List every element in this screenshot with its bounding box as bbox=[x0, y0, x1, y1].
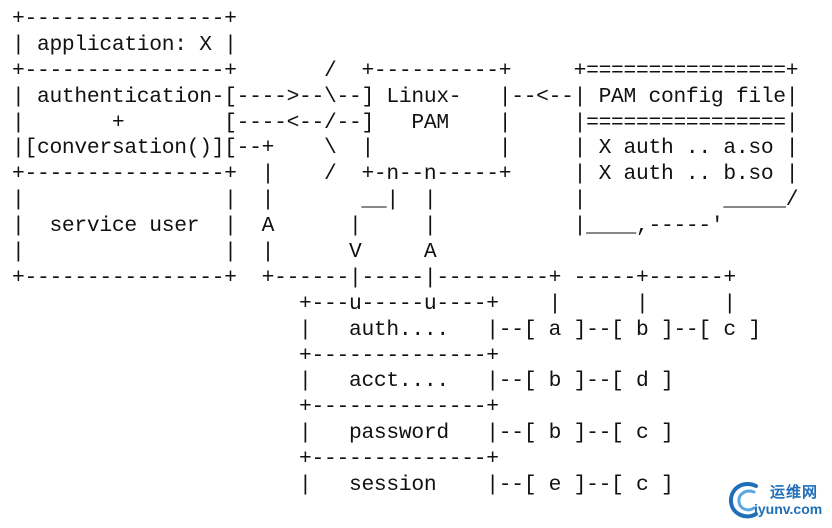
diagram-line: +--------------+ bbox=[12, 395, 499, 420]
diagram-line: | | | V A bbox=[12, 240, 437, 265]
diagram-line: +---u-----u----+ | | | bbox=[12, 291, 736, 316]
diagram-line: | service user | A | | |____,-----' bbox=[12, 214, 724, 239]
diagram-line: | password |--[ b ]--[ c ] bbox=[12, 421, 674, 446]
watermark-site-name: 运维网 bbox=[770, 483, 819, 501]
watermark-url: iyunv.com bbox=[754, 501, 823, 517]
linux-pam-ascii-diagram: +----------------+| application: X |+---… bbox=[12, 7, 799, 499]
diagram-line: | acct.... |--[ b ]--[ d ] bbox=[12, 369, 674, 394]
site-watermark: 运维网 iyunv.com bbox=[726, 478, 826, 522]
diagram-line: | | | __| | | _____/ bbox=[12, 188, 799, 213]
diagram-line: +--------------+ bbox=[12, 343, 499, 368]
diagram-line: +----------------+ | / +-n--n-----+ | X … bbox=[12, 162, 799, 187]
diagram-line: | authentication-[---->--\--] Linux- |--… bbox=[12, 84, 799, 109]
diagram-line: +----------------+ bbox=[12, 7, 237, 31]
diagram-line: | session |--[ e ]--[ c ] bbox=[12, 473, 674, 498]
diagram-line: +--------------+ bbox=[12, 447, 499, 472]
diagram-line: +----------------+ +------|-----|-------… bbox=[12, 265, 736, 290]
watermark-swirl-icon bbox=[729, 482, 758, 519]
diagram-line: |[conversation()][--+ \ | | | X auth .. … bbox=[12, 136, 799, 161]
diagram-line: | + [----<--/--] PAM | |================… bbox=[12, 110, 799, 135]
diagram-line: +----------------+ / +----------+ +=====… bbox=[12, 58, 799, 83]
diagram-line: | application: X | bbox=[12, 32, 237, 57]
diagram-line: | auth.... |--[ a ]--[ b ]--[ c ] bbox=[12, 317, 761, 342]
